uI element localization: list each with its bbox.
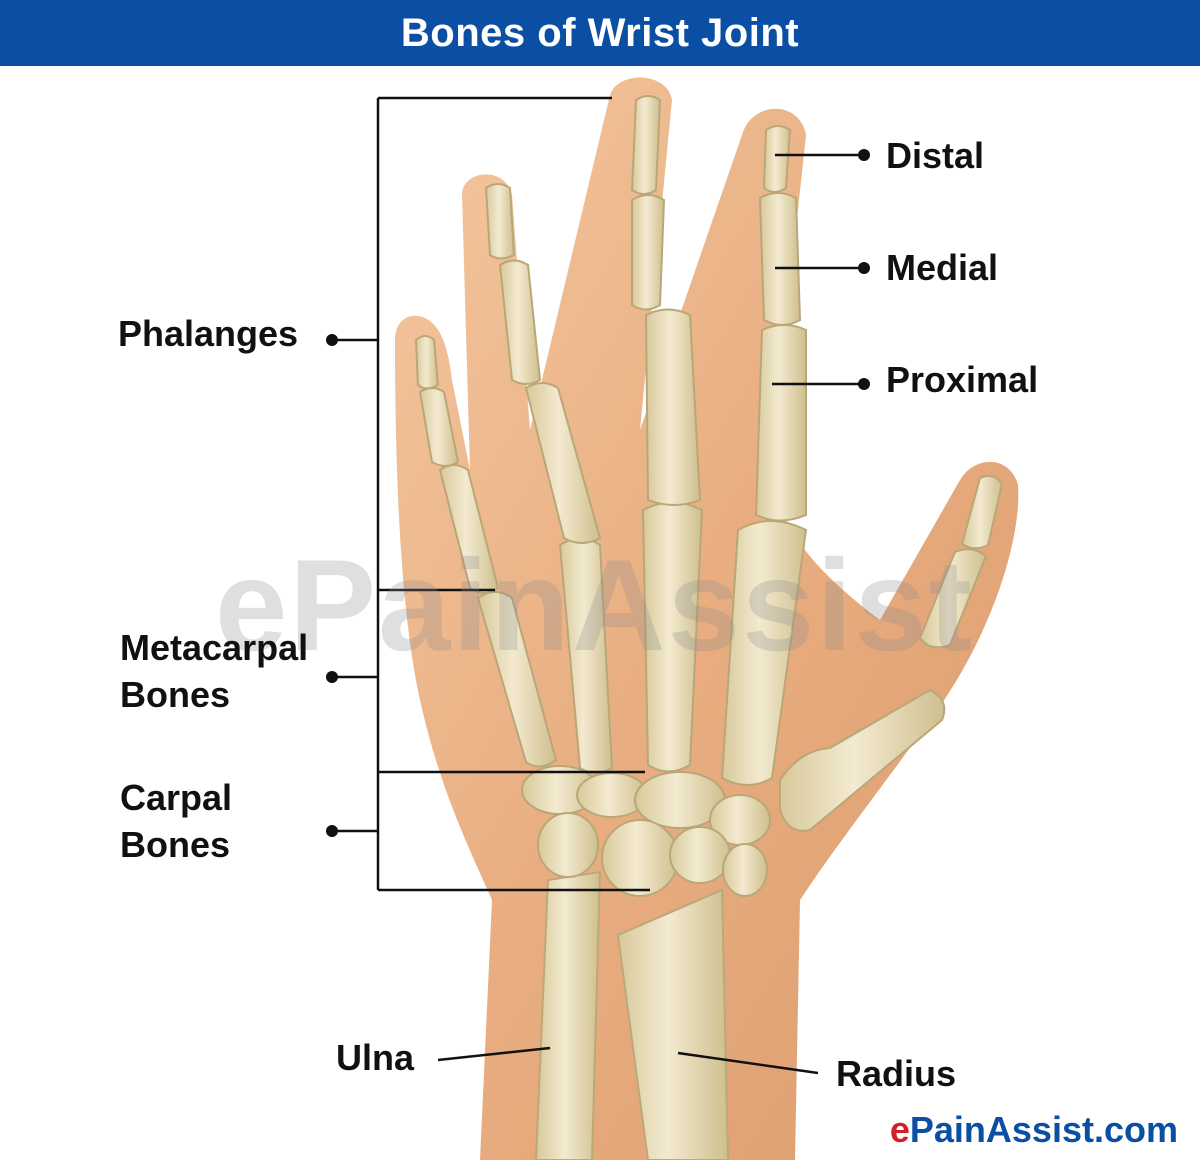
brand-logo-e: e bbox=[889, 1109, 910, 1150]
title-banner: Bones of Wrist Joint bbox=[0, 0, 1200, 66]
label-metacarpal-line2: Bones bbox=[120, 674, 231, 715]
page-title: Bones of Wrist Joint bbox=[400, 10, 800, 55]
label-medial: Medial bbox=[886, 247, 999, 288]
finger-leader-dots bbox=[858, 149, 870, 390]
label-phalanges: Phalanges bbox=[118, 313, 299, 354]
label-proximal: Proximal bbox=[886, 359, 1039, 400]
metacarpal-bones bbox=[476, 501, 946, 832]
label-distal: Distal bbox=[886, 135, 985, 176]
watermark: ePainAssist bbox=[215, 532, 975, 678]
finger-leader-lines bbox=[437, 153, 862, 1075]
bracket-dots bbox=[326, 334, 338, 837]
brand-logo-rest: PainAssist.com bbox=[909, 1109, 1178, 1150]
label-metacarpal-line1: Metacarpal bbox=[120, 627, 309, 668]
label-radius: Radius bbox=[836, 1053, 957, 1094]
carpal-bones bbox=[521, 765, 771, 897]
label-carpal-line1: Carpal bbox=[120, 777, 233, 818]
label-carpal-line2: Bones bbox=[120, 824, 231, 865]
label-ulna: Ulna bbox=[336, 1037, 415, 1078]
brand-logo: ePainAssist.com bbox=[890, 1108, 1178, 1152]
forearm-bones bbox=[534, 870, 730, 1160]
phalanges-bones bbox=[414, 95, 1004, 649]
bracket-lines bbox=[334, 96, 650, 892]
